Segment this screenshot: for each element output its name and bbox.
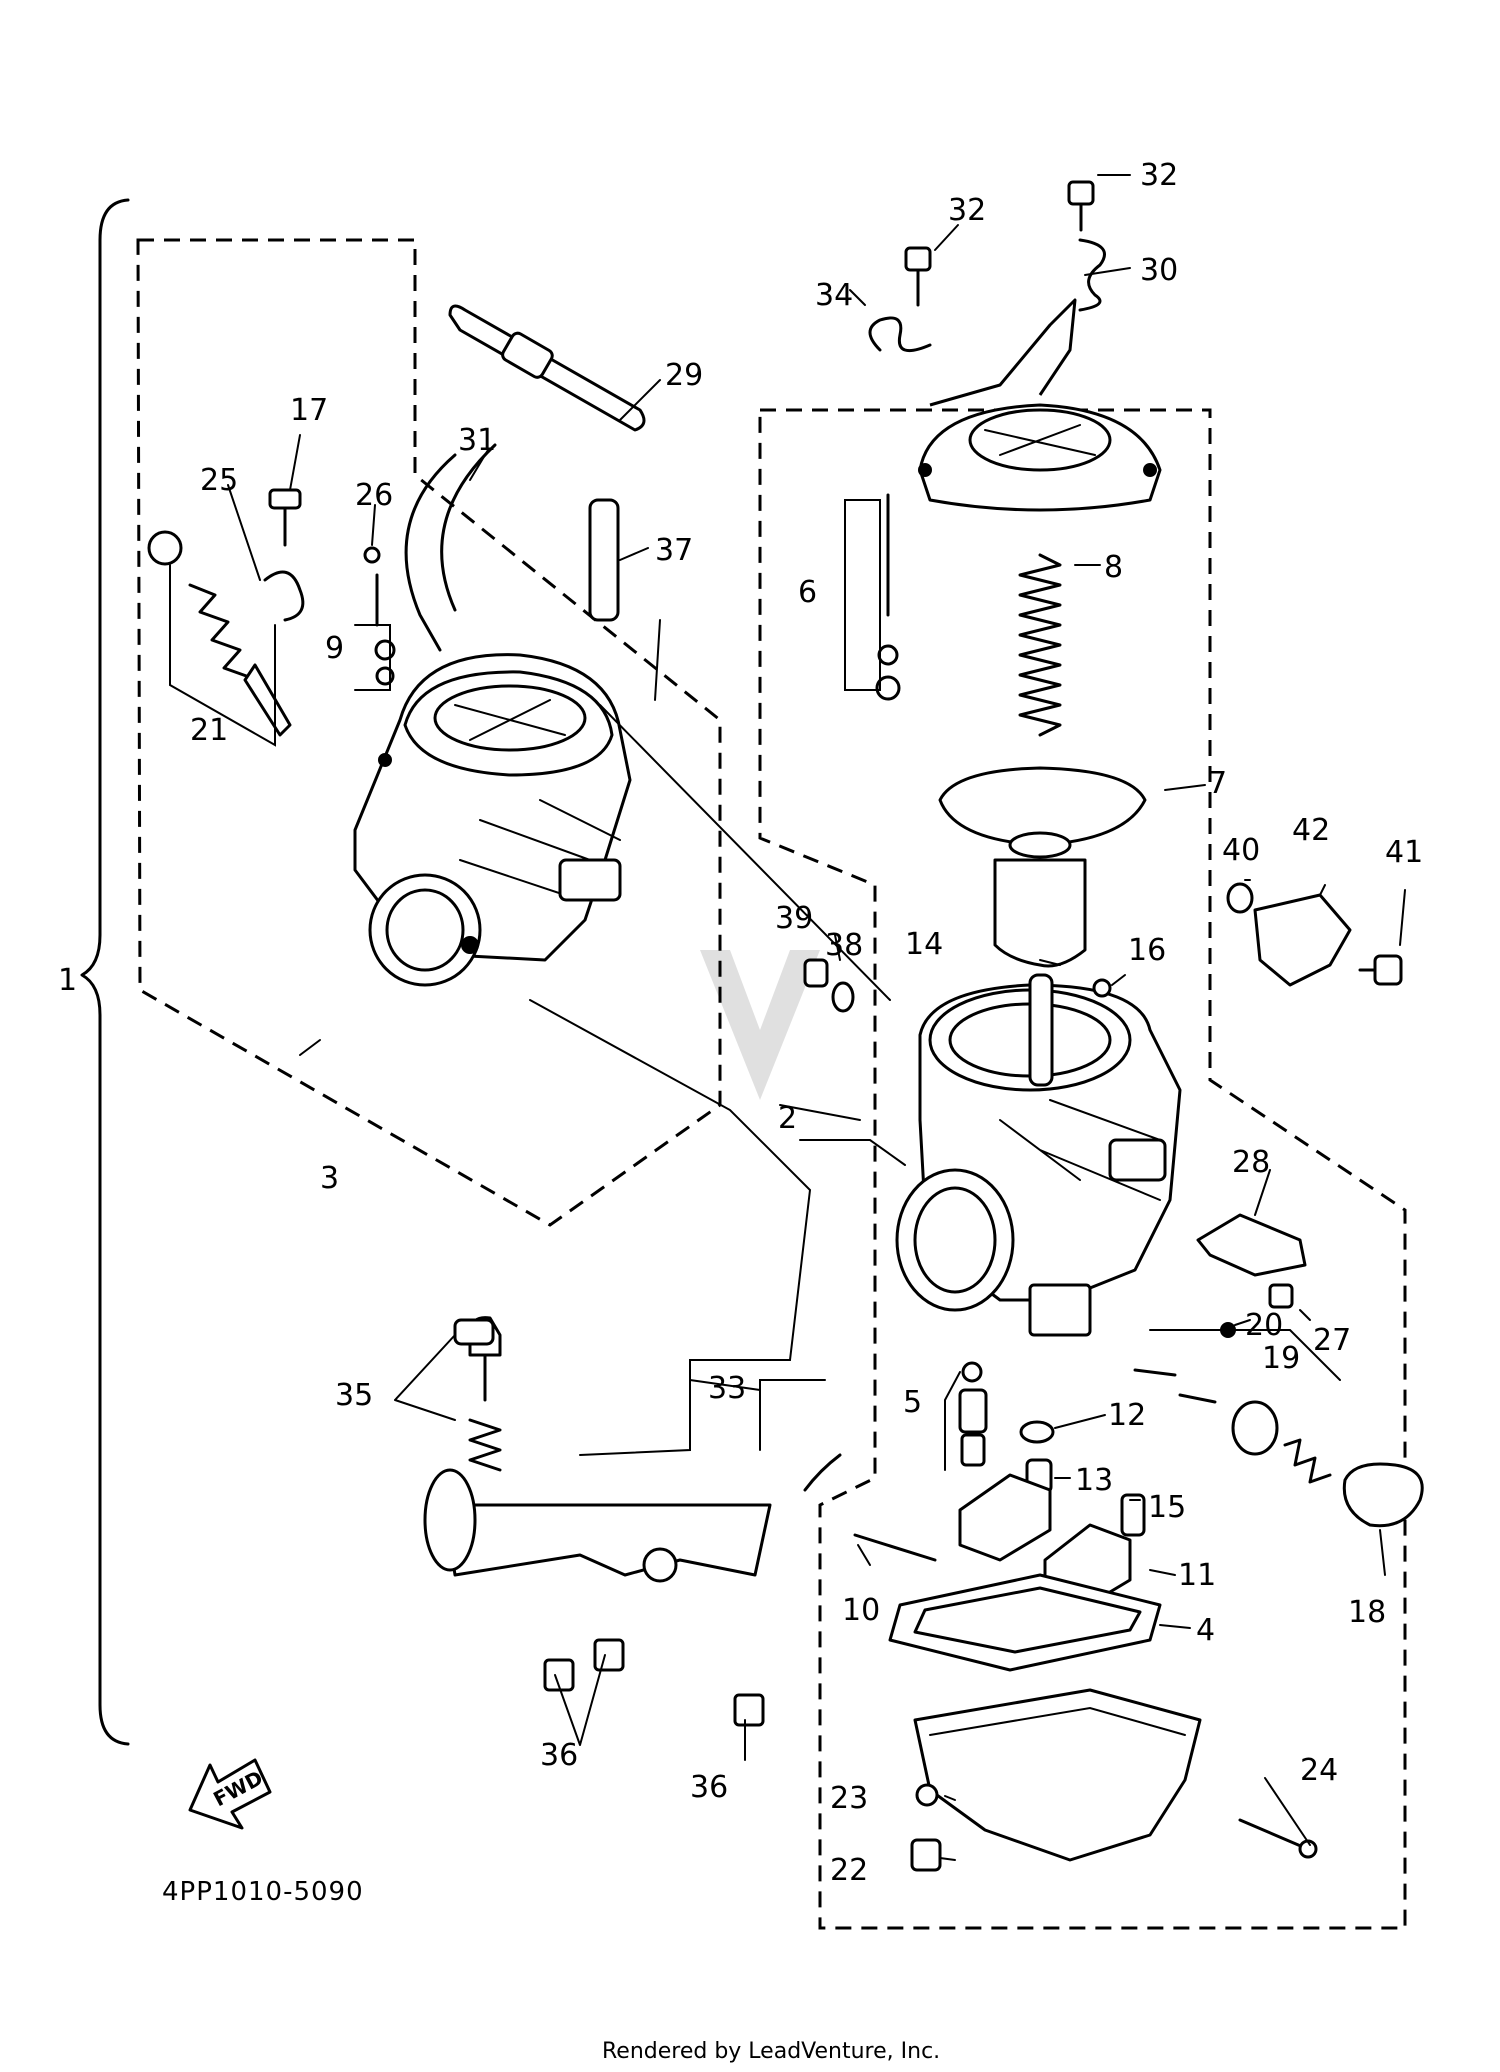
part-label-6: 6 [798, 575, 817, 610]
part-label-31: 31 [458, 423, 496, 458]
pilot-jet-5 [958, 1361, 988, 1467]
screw-35 [453, 1318, 495, 1346]
part-label-5: 5 [903, 1385, 922, 1420]
part-label-26: 26 [355, 478, 393, 513]
part-label-27: 27 [1313, 1323, 1351, 1358]
cover-18 [1342, 1462, 1424, 1528]
washer-12 [1019, 1420, 1055, 1444]
part-label-23: 23 [830, 1781, 868, 1816]
subassembly-outline-right [758, 408, 1407, 1930]
washer-40 [1226, 882, 1254, 914]
screws-36 [543, 1638, 765, 1727]
hose-31 [404, 443, 497, 652]
part-label-24: 24 [1300, 1753, 1338, 1788]
bracket-28 [1196, 1213, 1307, 1277]
pin-10 [853, 1533, 937, 1562]
leader-lines [169, 174, 1406, 1861]
throttle-bracket [423, 1316, 772, 1583]
part-label-13: 13 [1075, 1463, 1113, 1498]
part-label-1: 1 [58, 963, 77, 998]
subassembly-outline-left [136, 238, 722, 1227]
screw-17 [268, 488, 302, 547]
jet-15 [1120, 1493, 1146, 1537]
part-label-3: 3 [320, 1161, 339, 1196]
spring-19 [1133, 1368, 1332, 1484]
part-label-18: 18 [1348, 1595, 1386, 1630]
part-label-40: 40 [1222, 833, 1260, 868]
part-label-4: 4 [1196, 1613, 1215, 1648]
part-label-9: 9 [325, 631, 344, 666]
needle-jet-6 [875, 493, 901, 701]
part-label-20: 20 [1245, 1308, 1283, 1343]
part-label-19: 19 [1262, 1341, 1300, 1376]
part-label-10: 10 [842, 1593, 880, 1628]
float-11 [958, 1473, 1132, 1612]
part-label-12: 12 [1108, 1398, 1146, 1433]
part-label-16: 16 [1128, 933, 1166, 968]
part-label-36a: 36 [540, 1738, 578, 1773]
assembly-brace [80, 198, 130, 1746]
part-label-38: 38 [825, 928, 863, 963]
part-label-30: 30 [1140, 253, 1178, 288]
clip-25 [263, 570, 305, 622]
screw-22 [910, 1838, 942, 1872]
fwd-arrow-icon: FWD [188, 1758, 272, 1830]
part-label-33: 33 [708, 1371, 746, 1406]
part-label-28: 28 [1232, 1145, 1270, 1180]
part-label-35: 35 [335, 1378, 373, 1413]
spring-21 [147, 530, 292, 737]
footer-credit: Rendered by LeadVenture, Inc. [602, 2039, 940, 2064]
part-label-8: 8 [1104, 550, 1123, 585]
part-label-25: 25 [200, 463, 238, 498]
screw-41 [1358, 954, 1403, 986]
part-label-34: 34 [815, 278, 853, 313]
part-label-22: 22 [830, 1853, 868, 1888]
spring-8 [1018, 553, 1062, 737]
diaphragm-piston-7 [938, 766, 1147, 968]
part-label-41: 41 [1385, 835, 1423, 870]
watermark [700, 950, 820, 1100]
part-labels: 1 2 3 4 5 6 7 8 9 10 11 12 13 14 15 16 1… [58, 158, 1423, 1888]
part-label-14: 14 [905, 927, 943, 962]
tube-29 [448, 304, 646, 432]
part-label-11: 11 [1178, 1558, 1216, 1593]
part-label-17: 17 [290, 393, 328, 428]
right-carburetor [895, 983, 1182, 1337]
part-label-36b: 36 [690, 1770, 728, 1805]
screw-16 [1092, 978, 1112, 998]
gasket-4 [888, 1573, 1162, 1672]
washer-38 [831, 981, 855, 1013]
part-label-15: 15 [1148, 1490, 1186, 1525]
part-label-2: 2 [778, 1101, 797, 1136]
part-label-37: 37 [655, 533, 693, 568]
part-label-39: 39 [775, 901, 813, 936]
needle-jet-14 [1028, 973, 1054, 1087]
top-cover [918, 298, 1162, 512]
screw-23 [915, 1783, 939, 1807]
part-label-32a: 32 [948, 193, 986, 228]
screws-32-30-34 [868, 180, 1106, 353]
link-rod-33 [529, 999, 842, 1492]
left-carburetor [353, 653, 632, 987]
part-label-21: 21 [190, 713, 228, 748]
part-label-7: 7 [1208, 766, 1227, 801]
part-label-32b: 32 [1140, 158, 1178, 193]
tube-37 [588, 498, 620, 622]
part-label-42: 42 [1292, 813, 1330, 848]
sensor-42 [1253, 893, 1352, 987]
nut-39 [803, 958, 829, 988]
part-label-29: 29 [665, 358, 703, 393]
diagram-code: 4PP1010-5090 [162, 1877, 364, 1907]
float-bowl [913, 1688, 1202, 1862]
